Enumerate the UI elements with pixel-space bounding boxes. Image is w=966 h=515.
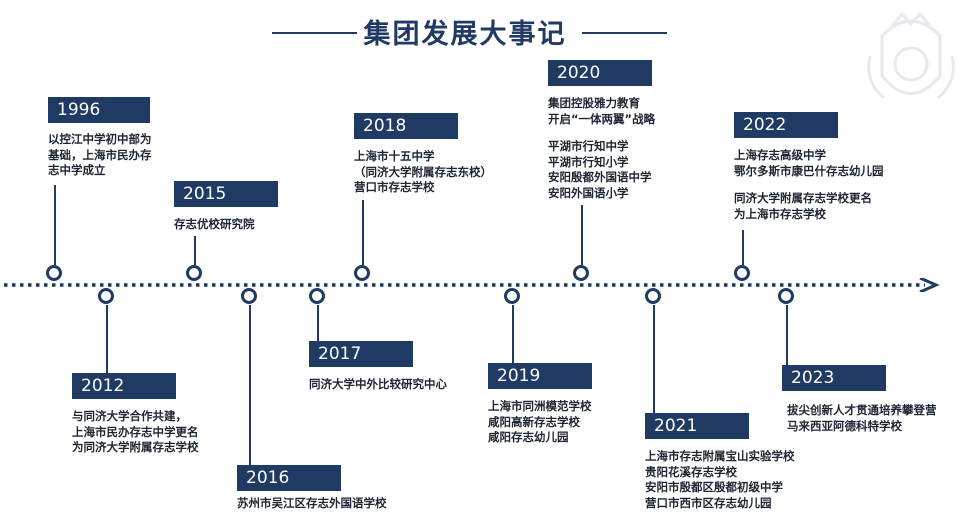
crest-watermark-icon — [867, 11, 955, 100]
event-2019: 上海市同洲模范学校咸阳高新存志学校咸阳存志幼儿园 — [488, 399, 592, 444]
year-2022: 2022 — [734, 112, 838, 138]
stem-2016 — [249, 305, 251, 465]
stem-2019 — [512, 305, 514, 363]
page-title: 集团发展大事记 — [363, 19, 567, 50]
event-2016: 苏州市吴江区存志外国语学校 — [237, 496, 387, 510]
event-1996: 以控江中学初中部为基础，上海市民办存志中学成立 — [48, 132, 152, 177]
event-2017: 同济大学中外比较研究中心 — [309, 377, 447, 391]
event-2022: 上海存志高级中学鄂尔多斯市康巴什存志幼儿园 同济大学附属存志学校更名为上海市存志… — [734, 148, 884, 221]
node-2022 — [734, 265, 750, 281]
year-2015: 2015 — [174, 181, 278, 207]
stem-2017 — [317, 305, 319, 341]
event-2020: 集团控股雅力教育开启“一体两翼”战略 平湖市行知中学平湖市行知小学安阳殷都外国语… — [548, 96, 656, 200]
title-rule-left — [272, 32, 357, 34]
year-2017: 2017 — [309, 341, 413, 367]
stem-1996 — [54, 185, 56, 265]
node-1996 — [46, 265, 62, 281]
year-2021: 2021 — [645, 413, 749, 439]
timeline-arrow-icon — [919, 278, 940, 292]
event-2023: 拔尖创新人才贯通培养攀登营马来西亚阿德科特学校 — [787, 403, 937, 433]
node-2018 — [354, 265, 370, 281]
node-2020 — [573, 265, 589, 281]
node-2017 — [309, 288, 325, 304]
stem-2018 — [362, 200, 364, 265]
stem-2023 — [786, 305, 788, 365]
title-area: 集团发展大事记 — [0, 6, 966, 56]
stem-2022 — [742, 230, 744, 265]
year-2019: 2019 — [488, 363, 592, 389]
node-2021 — [645, 288, 661, 304]
node-2023 — [778, 288, 794, 304]
node-2019 — [504, 288, 520, 304]
node-2012 — [98, 288, 114, 304]
timeline-axis — [4, 278, 940, 292]
year-1996: 1996 — [48, 97, 150, 123]
year-2023: 2023 — [782, 365, 886, 391]
event-2012: 与同济大学合作共建，上海市民办存志中学更名为同济大学附属存志学校 — [72, 409, 199, 454]
year-2020: 2020 — [548, 60, 652, 86]
stem-2012 — [106, 305, 108, 373]
year-2016: 2016 — [237, 465, 341, 491]
year-2012: 2012 — [72, 373, 176, 399]
event-2021: 上海市存志附属宝山实验学校贵阳花溪存志学校安阳市殷都区殷都初级中学营口市西市区存… — [645, 449, 795, 510]
event-2018: 上海市十五中学（同济大学附属存志东校）营口市存志学校 — [354, 149, 492, 194]
node-2015 — [186, 265, 202, 281]
event-2015: 存志优校研究院 — [174, 217, 255, 231]
stem-2021 — [653, 305, 655, 413]
year-2018: 2018 — [354, 113, 458, 139]
stem-2020 — [581, 205, 583, 265]
stem-2015 — [194, 236, 196, 265]
node-2016 — [241, 288, 257, 304]
title-rule-right — [582, 32, 667, 34]
